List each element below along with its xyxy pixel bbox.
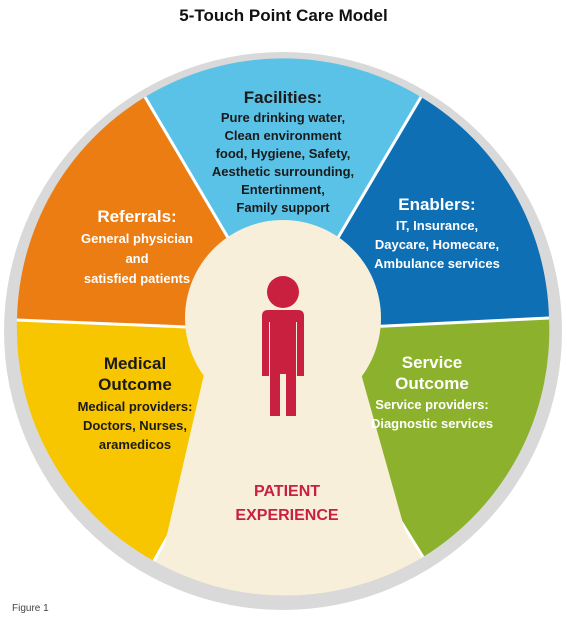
facilities-line: Aesthetic surrounding, [212,164,354,179]
facilities-line: Clean environment [224,128,342,143]
service-outcome-heading: Outcome [395,374,469,393]
referrals-line: General physician [81,231,193,246]
patient-experience-label: PATIENT [254,483,320,500]
facilities-line: Entertinment, [241,182,325,197]
medical-outcome-heading: Outcome [98,375,172,394]
person-figure-icon [262,276,304,416]
medical-outcome-line: Doctors, Nurses, [83,418,187,433]
facilities-line: Family support [236,200,330,215]
patient-experience-label: EXPERIENCE [235,507,338,524]
service-outcome-line: Diagnostic services [371,416,493,431]
referrals-line: and [125,251,148,266]
referrals-line: satisfied patients [84,271,190,286]
facilities-segment [145,58,421,331]
diagram-title: 5-Touch Point Care Model [179,6,388,25]
enablers-line: IT, Insurance, [396,218,478,233]
enablers-line: Daycare, Homecare, [375,237,499,252]
medical-outcome-line: aramedicos [99,437,171,452]
facilities-heading: Facilities: [244,88,322,107]
facilities-line: Pure drinking water, [221,110,345,125]
service-outcome-line: Service providers: [375,397,488,412]
referrals-heading: Referrals: [97,207,176,226]
enablers-line: Ambulance services [374,256,500,271]
figure-caption: Figure 1 [12,603,49,614]
enablers-heading: Enablers: [398,195,475,214]
service-outcome-heading: Service [402,353,463,372]
facilities-line: food, Hygiene, Safety, [216,146,351,161]
medical-outcome-heading: Medical [104,354,166,373]
medical-outcome-line: Medical providers: [78,399,193,414]
